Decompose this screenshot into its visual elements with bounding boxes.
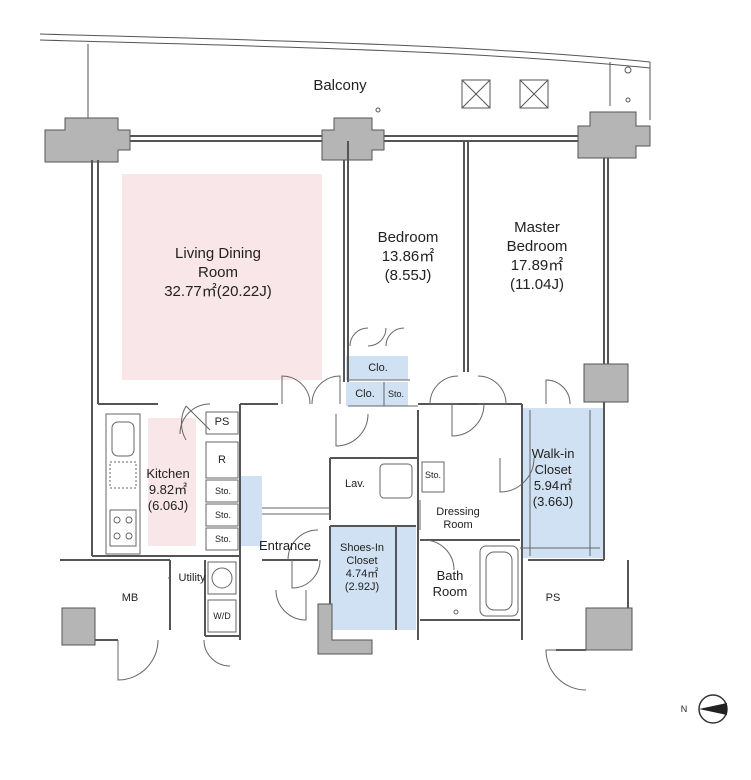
master-bedroom-label: Master Bedroom 17.89㎡ (11.04J): [506, 219, 568, 293]
ps-kitchen-label: PS: [214, 416, 230, 428]
storage-label-lav: Sto.: [424, 470, 442, 480]
storage-label-bedroom: Sto.: [387, 389, 405, 399]
balcony-outline: [39, 33, 651, 120]
storage-label-2: Sto.: [214, 510, 232, 520]
refrigerator-label: R: [218, 454, 226, 466]
clo-highlight-1: [346, 356, 408, 380]
washer-dryer-label: W/D: [213, 611, 231, 621]
fixtures: [105, 379, 600, 633]
clo-highlight-2: [346, 382, 408, 406]
door-swings: [117, 327, 587, 691]
walls: [60, 135, 629, 651]
living-room-floor-highlight: [122, 174, 322, 380]
closet-label-2: Clo.: [355, 388, 375, 400]
closet-label-1: Clo.: [368, 362, 388, 374]
shoes-in-closet-highlight: [330, 526, 416, 630]
balcony-label: Balcony: [313, 77, 367, 94]
utility-label: Utility: [178, 572, 206, 584]
bedroom-label: Bedroom 13.86㎡ (8.55J): [377, 229, 439, 284]
mb-label: MB: [121, 592, 139, 604]
storage-label-3: Sto.: [214, 534, 232, 544]
compass-icon: [698, 694, 728, 724]
living-dining-room-label: Living Dining Room 32.77㎡(20.22J): [164, 245, 272, 300]
walk-in-closet-label: Walk-in Closet 5.94㎡ (3.66J): [531, 446, 575, 509]
entrance-label: Entrance: [258, 538, 312, 553]
entrance-storage-highlight: [240, 476, 262, 546]
kitchen-floor-highlight: [148, 418, 196, 546]
bath-room-label: Bath Room: [432, 568, 468, 599]
kitchen-label: Kitchen 9.82㎡ (6.06J): [146, 466, 190, 513]
storage-label-1: Sto.: [214, 486, 232, 496]
shoes-in-closet-label: Shoes-In Closet 4.74㎡ (2.92J): [339, 542, 385, 593]
ps-right-label: PS: [545, 592, 561, 604]
dressing-room-label: Dressing Room: [436, 506, 480, 531]
lav-label: Lav.: [345, 478, 365, 490]
structural-columns: [44, 111, 651, 655]
compass-north-letter: N: [680, 704, 688, 714]
